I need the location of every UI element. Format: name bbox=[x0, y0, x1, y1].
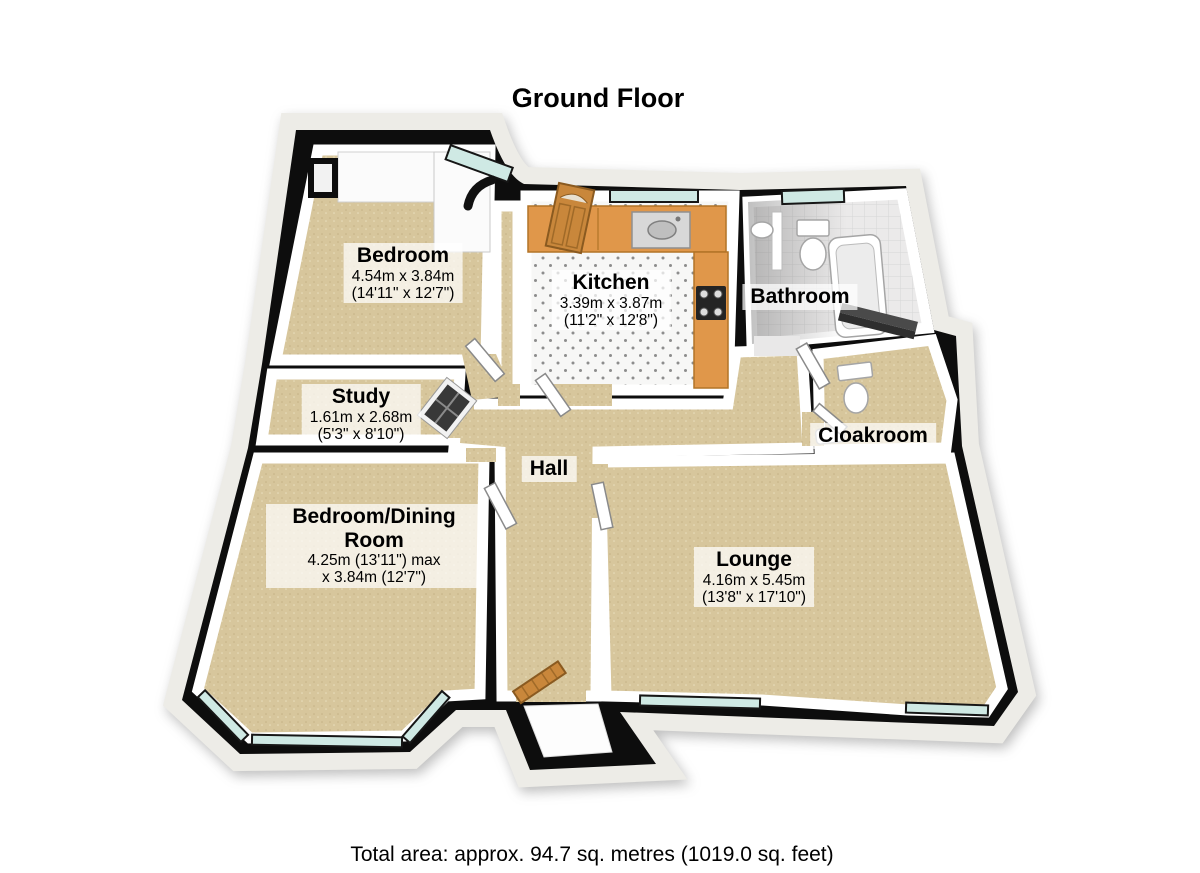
back-door-panel bbox=[565, 205, 587, 249]
chimney-face bbox=[314, 164, 332, 192]
bay-window-left bbox=[196, 688, 250, 744]
bedroom-recess bbox=[337, 151, 435, 203]
porch-floor bbox=[523, 703, 613, 758]
shower-screen bbox=[839, 302, 918, 332]
entrance-window bbox=[444, 143, 515, 184]
entrance-arch bbox=[463, 175, 497, 211]
study-dims-metric: 1.61m x 2.68m bbox=[309, 408, 413, 426]
bedroom-dims-metric: 4.54m x 3.84m bbox=[351, 267, 455, 285]
hob-burner bbox=[713, 307, 723, 317]
back-door-fanlight bbox=[559, 193, 588, 204]
bedroom-dining-label: Bedroom/Dining Room 4.25m (13'11") max x… bbox=[266, 504, 482, 588]
lobby-doorway bbox=[498, 384, 520, 406]
bedroom-dining-dims-imperial: x 3.84m (12'7") bbox=[321, 569, 427, 587]
kitchen-doorway bbox=[552, 384, 612, 406]
bathroom-doorway bbox=[754, 336, 800, 356]
cloakroom-name: Cloakroom bbox=[818, 424, 928, 447]
bedroom-label: Bedroom 4.54m x 3.84m (14'11" x 12'7") bbox=[343, 243, 463, 304]
bathroom-sink bbox=[750, 221, 774, 239]
study-label: Study 1.61m x 2.68m (5'3" x 8'10") bbox=[301, 384, 421, 445]
lounge-label: Lounge 4.16m x 5.45m (13'8" x 17'10") bbox=[694, 547, 814, 608]
study-glazing-bars bbox=[434, 392, 460, 424]
dining-door bbox=[483, 481, 518, 531]
lounge-name: Lounge bbox=[716, 548, 792, 571]
hob-burner bbox=[699, 307, 709, 317]
windows bbox=[196, 143, 990, 749]
kitchen-sink-basin bbox=[647, 220, 677, 240]
lounge-dims-metric: 4.16m x 5.45m bbox=[702, 571, 806, 589]
kitchen-dims-imperial: (11'2" x 12'8") bbox=[563, 311, 659, 329]
bedroom-dining-dims-metric: 4.25m (13'11") max bbox=[307, 552, 441, 570]
page-title: Ground Floor bbox=[511, 83, 685, 113]
hall-name: Hall bbox=[529, 457, 569, 480]
bathroom-cistern bbox=[796, 219, 830, 237]
bathroom-door bbox=[795, 342, 831, 390]
bedroom-door bbox=[464, 337, 506, 383]
doors bbox=[464, 181, 849, 705]
kitchen-hob bbox=[696, 286, 726, 320]
bedroom-name: Bedroom bbox=[356, 244, 450, 267]
bedroom-dims-imperial: (14'11" x 12'7") bbox=[351, 284, 455, 302]
back-door-panel bbox=[550, 202, 572, 246]
lounge-door bbox=[590, 481, 614, 531]
total-area-text: Total area: approx. 94.7 sq. metres (101… bbox=[350, 843, 834, 866]
cloakroom-cistern bbox=[836, 361, 874, 382]
kitchen-window bbox=[609, 189, 699, 203]
hall-label: Hall bbox=[521, 456, 577, 482]
dining-doorway bbox=[466, 448, 496, 462]
hob-burner bbox=[713, 289, 723, 299]
kitchen-tap bbox=[675, 216, 681, 222]
cloakroom-label: Cloakroom bbox=[810, 423, 936, 449]
lounge-window-right bbox=[904, 701, 990, 717]
bathroom-label: Bathroom bbox=[742, 284, 858, 310]
front-door-planks bbox=[521, 667, 558, 698]
bedroom-dining-name: Bedroom/Dining Room bbox=[292, 505, 456, 552]
bay-window-right bbox=[401, 689, 451, 745]
bathroom-toilet bbox=[799, 237, 827, 271]
kitchen-name: Kitchen bbox=[572, 271, 650, 294]
bathroom-window bbox=[780, 187, 846, 206]
study-dims-imperial: (5'3" x 8'10") bbox=[317, 425, 405, 443]
cloakroom-toilet bbox=[843, 382, 869, 414]
bay-window-centre bbox=[250, 733, 404, 749]
kitchen-door bbox=[534, 372, 572, 418]
hob-burner bbox=[699, 289, 709, 299]
study-name: Study bbox=[331, 385, 391, 408]
lounge-dims-imperial: (13'8" x 17'10") bbox=[702, 588, 806, 606]
bathroom-name: Bathroom bbox=[750, 285, 850, 308]
kitchen-dims-metric: 3.39m x 3.87m bbox=[559, 294, 663, 312]
shower-screen-edge bbox=[837, 312, 916, 340]
bathroom-partition bbox=[771, 211, 783, 271]
kitchen-label: Kitchen 3.39m x 3.87m (11'2" x 12'8") bbox=[551, 270, 671, 331]
lounge-window-left bbox=[638, 694, 762, 710]
